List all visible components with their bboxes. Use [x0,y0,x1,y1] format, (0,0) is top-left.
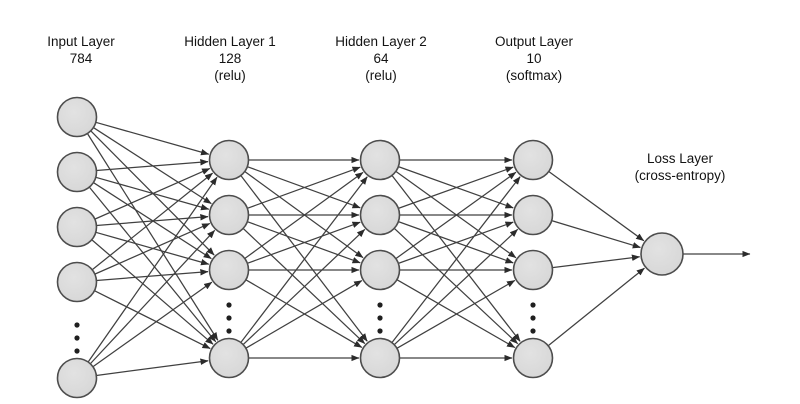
neuron-input-1 [56,96,98,138]
neuron-hidden2-2 [359,194,401,236]
ellipsis-input-dot-1 [74,322,80,328]
connection-edge [391,176,521,343]
connection-edge [247,166,361,209]
neuron-output-1 [512,139,554,181]
ellipsis-hidden1-dot-3 [226,328,232,334]
connection-edge [548,170,645,242]
neuron-hidden2-4 [359,337,401,379]
ellipsis-output-dot-3 [530,328,536,334]
layer-caption-output-size: 10 [526,51,542,66]
connection-edge [92,281,213,368]
layer-caption-hidden2-activation: (relu) [365,68,397,83]
connection-edge [86,133,219,341]
layer-caption-output-activation: (softmax) [505,68,563,83]
edge-group-output-to-loss [547,170,645,347]
connection-edge [91,172,214,271]
connection-edge [547,267,645,347]
neuron-loss-1 [640,232,684,276]
ellipsis-dots-group [74,302,536,354]
layer-caption-output: Output Layer 10 (softmax) [495,33,573,84]
neuron-hidden2-1 [359,139,401,181]
connection-edge [94,222,211,275]
ellipsis-hidden2-dot-3 [377,328,383,334]
connection-edge [94,167,211,220]
layer-caption-loss: Loss Layer (cross-entropy) [635,150,726,184]
connection-edge [240,176,368,343]
ellipsis-input-dot-2 [74,335,80,341]
connection-edge [91,239,214,345]
connection-edge [398,166,514,209]
node-group-loss-layer [640,232,684,276]
connection-edge [393,228,519,346]
ellipsis-input-dot-3 [74,348,80,354]
neuron-output-4 [512,337,554,379]
neuron-hidden1-2 [208,194,250,236]
layer-caption-hidden2-size: 64 [373,51,389,66]
connection-edge [396,279,516,349]
layer-caption-loss-name: Loss Layer [646,151,714,166]
connection-edge [89,229,216,365]
connection-edge [96,358,209,377]
neuron-hidden2-3 [359,249,401,291]
ellipsis-hidden1-dot-2 [226,315,232,321]
ellipsis-hidden2-dot-2 [377,315,383,321]
connection-edge [242,227,366,345]
neuron-output-2 [512,194,554,236]
neuron-output-3 [512,249,554,291]
ellipsis-output-dot-1 [530,302,536,308]
neuron-hidden1-1 [208,139,250,181]
layer-caption-hidden1-name: Hidden Layer 1 [184,34,276,49]
connection-edge [96,269,209,282]
layer-caption-input: Input Layer 784 [47,33,115,67]
neuron-hidden1-3 [208,249,250,291]
layer-caption-hidden1-activation: (relu) [214,68,246,83]
connection-edge [396,279,516,349]
connection-edge [242,228,366,346]
node-group-hidden-layer-2 [359,139,401,379]
node-group-input-layer [56,96,98,399]
connection-edge [95,121,210,156]
layer-caption-hidden1: Hidden Layer 1 128 (relu) [184,33,276,84]
neuron-input-5 [56,357,98,399]
connection-edge [245,279,363,348]
edge-group-input-to-hidden1 [86,121,219,377]
connection-edge [94,290,211,350]
neuron-input-3 [56,206,98,248]
ellipsis-hidden1-dot-1 [226,302,232,308]
neuron-input-2 [56,151,98,193]
layer-caption-input-size: 784 [69,51,93,66]
connection-edge [398,221,514,264]
connection-edge [395,171,517,260]
edge-group-hidden1-to-hidden2 [240,156,368,362]
neuron-hidden1-4 [208,337,250,379]
layer-caption-input-name: Input Layer [47,34,115,49]
layer-caption-output-name: Output Layer [494,34,574,49]
node-group-output-layer [512,139,554,379]
layer-caption-loss-size: (cross-entropy) [634,168,726,183]
connection-edge [393,227,519,345]
connection-edge [96,159,209,172]
connection-edge [247,221,361,264]
connection-edge [245,280,363,349]
node-group-hidden-layer-1 [208,139,250,379]
ellipsis-output-dot-2 [530,315,536,321]
ellipsis-hidden2-dot-1 [377,302,383,308]
neuron-input-4 [56,261,98,303]
layer-caption-hidden2: Hidden Layer 2 64 (relu) [335,33,427,84]
connection-edge [87,176,218,363]
layer-caption-hidden2-name: Hidden Layer 2 [335,34,427,49]
connection-edge [551,220,641,249]
edge-group-hidden2-to-output [391,156,521,362]
connection-edge [244,171,364,260]
connection-edge [88,186,217,343]
connection-edge [552,254,641,269]
layer-caption-hidden1-size: 128 [218,51,242,66]
